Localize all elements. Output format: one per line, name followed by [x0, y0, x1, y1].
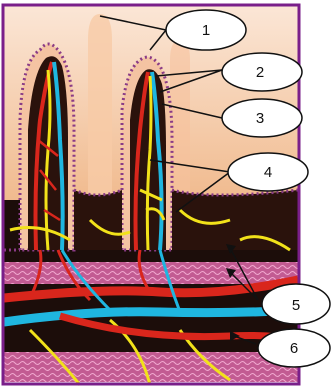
callout-4: 4	[228, 153, 308, 191]
crypt-region-right	[172, 190, 298, 250]
callout-label-6: 6	[290, 340, 298, 357]
callout-label-2: 2	[256, 64, 264, 81]
callout-label-5: 5	[292, 297, 300, 314]
callout-label-3: 3	[256, 110, 264, 127]
callout-3: 3	[222, 99, 302, 137]
callout-5: 5	[262, 284, 330, 324]
tissue-band-lower	[4, 352, 298, 382]
crypt-region	[74, 190, 122, 250]
callout-label-1: 1	[202, 22, 210, 39]
callout-2: 2	[222, 53, 302, 91]
callout-1: 1	[166, 10, 246, 50]
callout-label-4: 4	[264, 164, 272, 181]
background-villus	[88, 14, 112, 205]
tissue-band-upper	[4, 262, 298, 284]
callout-6: 6	[258, 329, 330, 367]
